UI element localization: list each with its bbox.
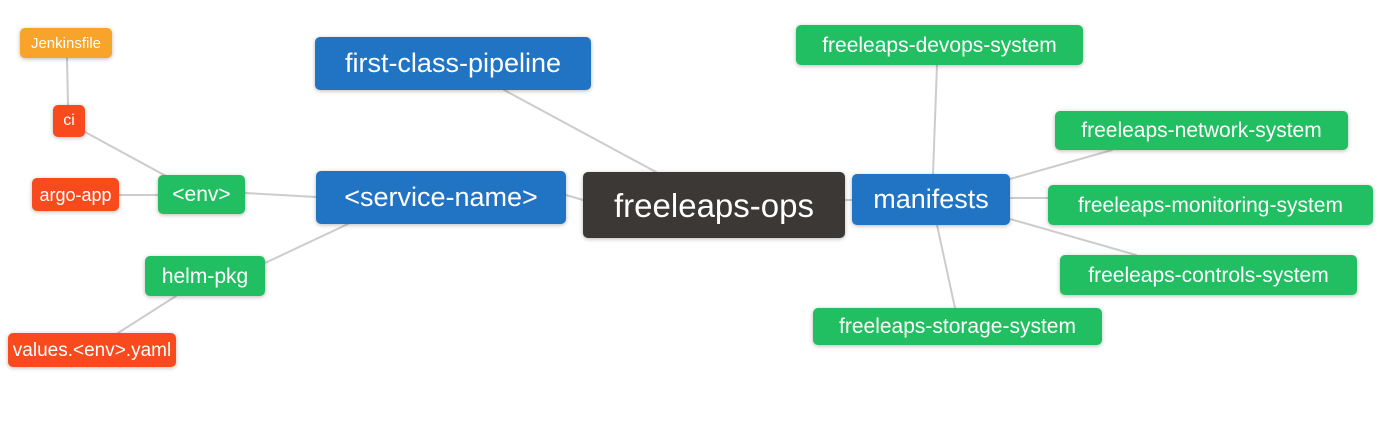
edge-service-name-to-helm-pkg [264,223,349,264]
node-ci[interactable]: ci [53,105,85,137]
node-values-env-yaml[interactable]: values.<env>.yaml [8,333,176,367]
edge-first-class-pipeline-to-freeleaps-ops [503,89,657,173]
edge-env-to-service-name [244,192,317,198]
edge-ci-to-env [84,131,167,177]
node-jenkinsfile[interactable]: Jenkinsfile [20,28,112,58]
node-freeleaps-devops-system[interactable]: freeleaps-devops-system [796,25,1083,65]
node-helm-pkg[interactable]: helm-pkg [145,256,265,296]
node-freeleaps-controls-system[interactable]: freeleaps-controls-system [1060,255,1357,295]
edge-manifests-to-freeleaps-storage-system [936,224,956,309]
node-service-name[interactable]: <service-name> [316,171,566,224]
node-freeleaps-network-system[interactable]: freeleaps-network-system [1055,111,1348,150]
node-freeleaps-monitoring-system[interactable]: freeleaps-monitoring-system [1048,185,1373,225]
edge-manifests-to-freeleaps-devops-system [932,64,938,175]
node-first-class-pipeline[interactable]: first-class-pipeline [315,37,591,90]
node-manifests[interactable]: manifests [852,174,1010,225]
node-freeleaps-ops[interactable]: freeleaps-ops [583,172,845,238]
node-freeleaps-storage-system[interactable]: freeleaps-storage-system [813,308,1102,345]
edge-service-name-to-freeleaps-ops [565,194,584,201]
node-argo-app[interactable]: argo-app [32,178,119,211]
edge-helm-pkg-to-values-env-yaml [117,295,177,334]
edge-jenkinsfile-to-ci [66,57,69,106]
edge-manifests-to-freeleaps-network-system [1009,149,1113,180]
node-env[interactable]: <env> [158,175,245,214]
